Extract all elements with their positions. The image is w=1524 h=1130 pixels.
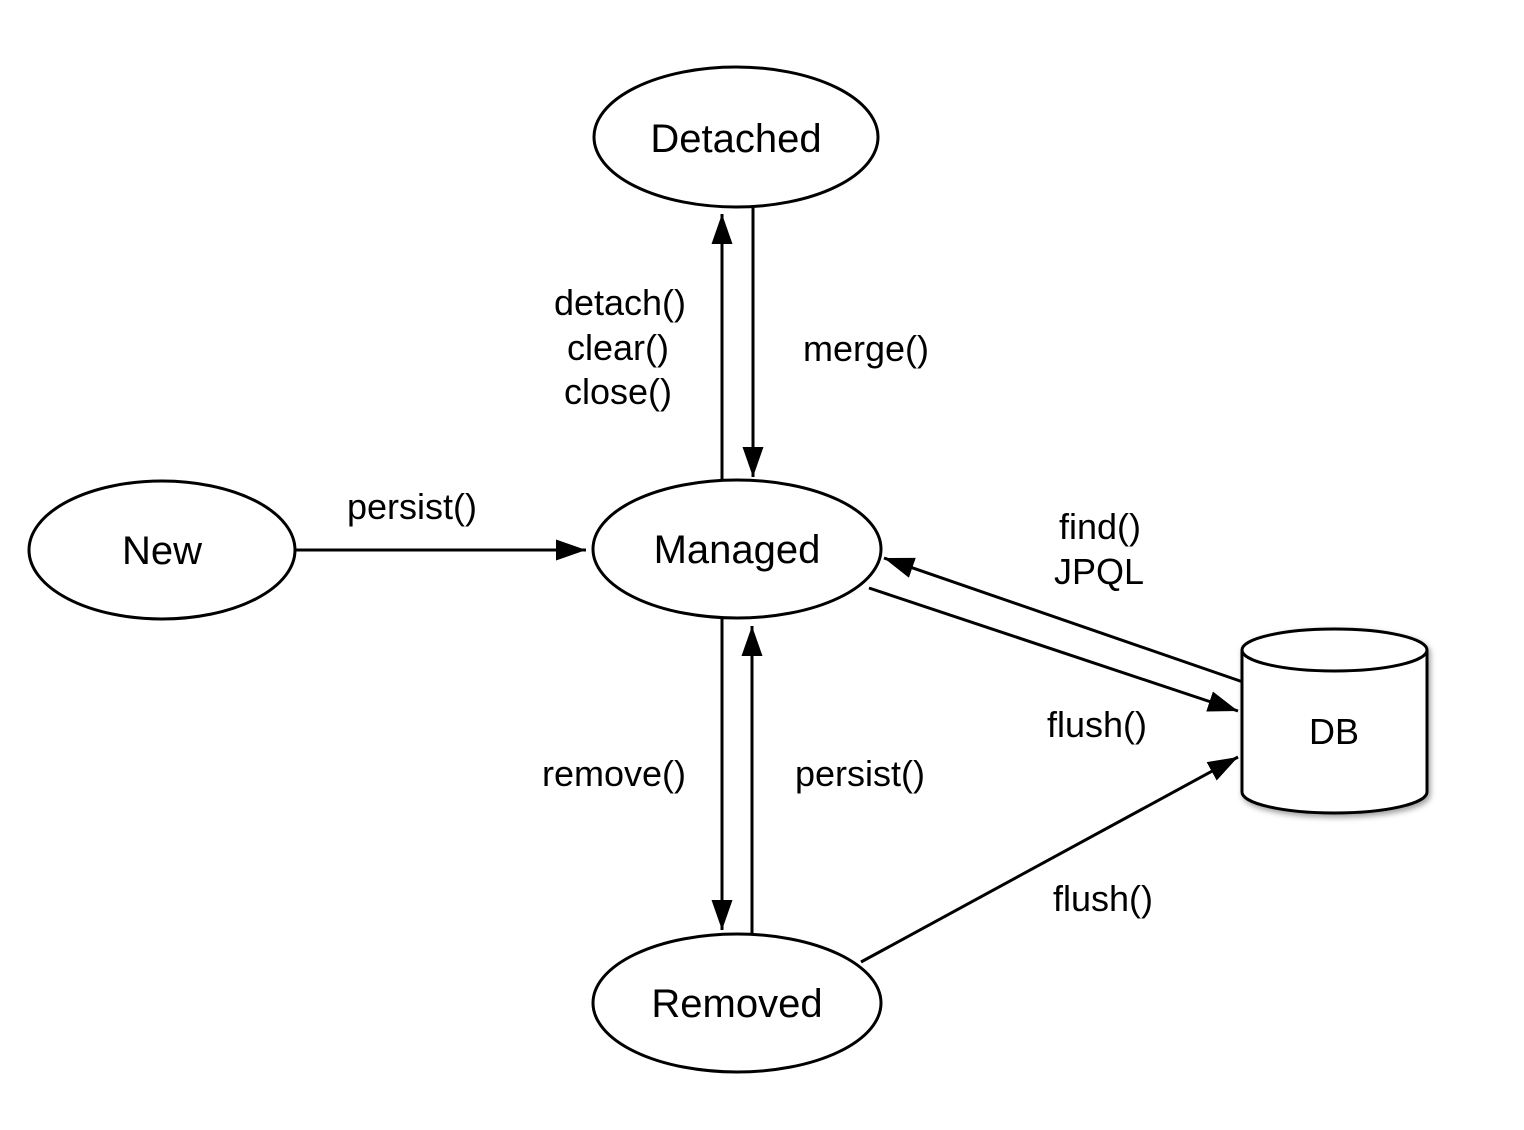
node-managed-label: Managed xyxy=(654,528,821,572)
edge-removed-to-db-arrow xyxy=(860,755,1239,964)
edge-label-persist-new: persist() xyxy=(347,486,477,527)
node-removed-shape xyxy=(591,932,883,1074)
edge-label-remove: remove() xyxy=(542,753,686,794)
node-detached-shape xyxy=(592,65,880,209)
edge-label-find: find() xyxy=(1059,506,1141,547)
db-cylinder-body xyxy=(1240,650,1429,815)
edge-db-to-managed-arrow xyxy=(883,556,1244,684)
edge-label-clear: clear() xyxy=(567,327,669,368)
db-cylinder-top xyxy=(1240,627,1429,673)
node-detached-label: Detached xyxy=(650,117,821,161)
edge-label-jpql: JPQL xyxy=(1054,551,1144,592)
edge-label-flush-managed: flush() xyxy=(1047,704,1147,745)
edge-label-flush-removed: flush() xyxy=(1053,878,1153,919)
node-removed-label: Removed xyxy=(651,982,822,1026)
node-db-shape xyxy=(1240,627,1429,815)
edge-label-close: close() xyxy=(564,371,672,412)
edge-label-detach: detach() xyxy=(554,282,686,323)
edge-label-persist-removed: persist() xyxy=(795,753,925,794)
node-new-label: New xyxy=(122,529,202,573)
node-db-label: DB xyxy=(1309,711,1359,752)
edge-label-merge: merge() xyxy=(803,328,929,369)
edge-managed-to-db-arrow xyxy=(868,586,1239,713)
node-new-shape xyxy=(27,479,297,621)
node-managed-shape xyxy=(591,478,883,620)
